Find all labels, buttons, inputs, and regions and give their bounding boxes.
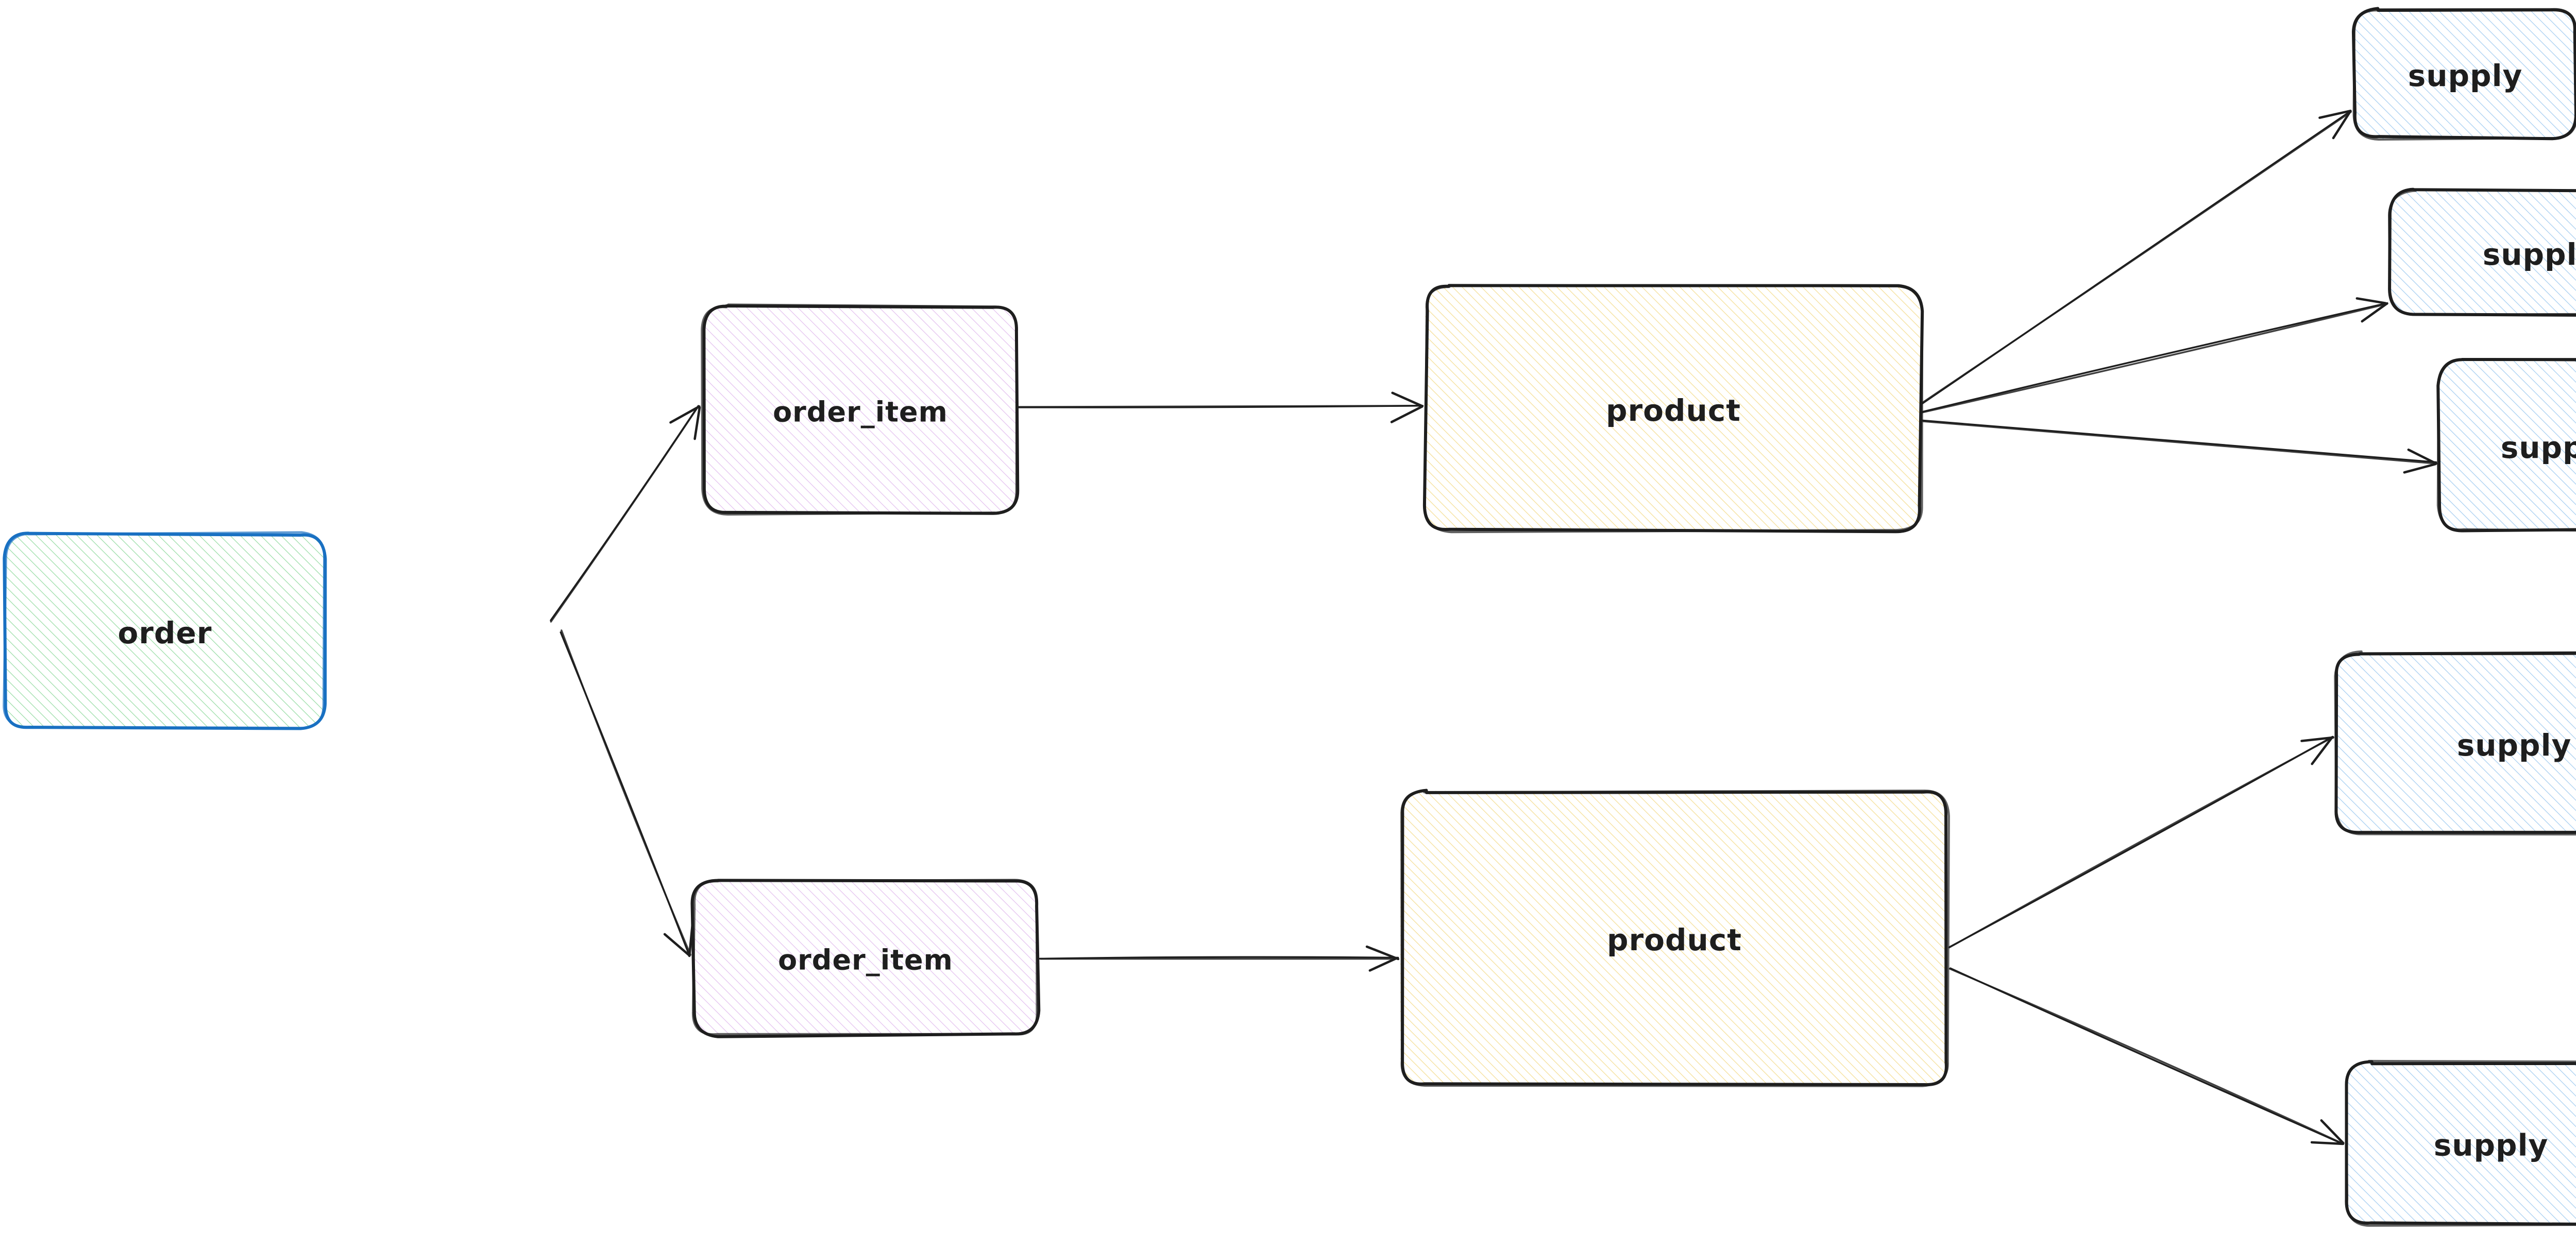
node-outline bbox=[2345, 1059, 2576, 1227]
nodes-layer: orderorder_itemorder_itemproductproducts… bbox=[3, 7, 2576, 1227]
edge-product_1-to-supply_3[interactable] bbox=[1920, 419, 2437, 474]
edge-line bbox=[561, 629, 691, 956]
node-label-supply_2: supply bbox=[2483, 237, 2576, 272]
node-outline bbox=[692, 879, 1038, 1036]
node-supply_4[interactable]: supply bbox=[2334, 650, 2576, 836]
edge-line bbox=[1040, 957, 1397, 960]
arrowhead-stroke bbox=[2320, 1119, 2345, 1144]
node-outline bbox=[1400, 790, 1950, 1087]
edge-line bbox=[1948, 736, 2334, 949]
arrowhead-stroke bbox=[2361, 302, 2388, 323]
node-label-supply_3: supply bbox=[2501, 430, 2576, 465]
edge-order-to-order_item_2[interactable] bbox=[560, 629, 694, 957]
arrowhead-stroke bbox=[663, 933, 691, 957]
edge-product_1-to-supply_2[interactable] bbox=[1921, 297, 2388, 414]
node-supply_2[interactable]: supply bbox=[2387, 187, 2576, 317]
arrowhead-stroke bbox=[693, 406, 701, 440]
node-fill bbox=[1400, 791, 1948, 1086]
node-outline bbox=[2436, 358, 2576, 532]
arrowhead-stroke bbox=[2355, 297, 2387, 304]
node-outline bbox=[2352, 8, 2576, 141]
arrowhead-stroke bbox=[2403, 463, 2437, 474]
node-supply_3[interactable]: supply bbox=[2436, 357, 2576, 533]
edge-line bbox=[1948, 968, 2344, 1144]
node-fill bbox=[703, 306, 1018, 514]
edge-line bbox=[1017, 405, 1424, 408]
node-fill bbox=[2353, 10, 2576, 139]
edge-line bbox=[550, 405, 700, 623]
arrowhead-stroke bbox=[2310, 1141, 2344, 1145]
node-label-supply_5: supply bbox=[2434, 1128, 2549, 1163]
node-label-order_item_2: order_item bbox=[778, 944, 953, 977]
edge-product_2-to-supply_4[interactable] bbox=[1948, 735, 2334, 949]
arrowhead-stroke bbox=[2332, 110, 2352, 140]
edge-product_1-to-supply_1[interactable] bbox=[1921, 109, 2352, 405]
arrowhead-stroke bbox=[2318, 109, 2352, 119]
node-product_2[interactable]: product bbox=[1400, 789, 1950, 1087]
edge-line bbox=[1921, 303, 2388, 414]
node-label-product_1: product bbox=[1606, 393, 1741, 428]
node-label-order_item_1: order_item bbox=[773, 396, 948, 429]
node-fill bbox=[2439, 359, 2576, 531]
arrowhead-stroke bbox=[2407, 448, 2437, 465]
node-outline bbox=[1423, 284, 1923, 534]
node-order[interactable]: order bbox=[3, 531, 327, 730]
edge-product_2-to-supply_5[interactable] bbox=[1948, 967, 2345, 1145]
arrowhead-stroke bbox=[1365, 945, 1400, 961]
node-product_1[interactable]: product bbox=[1422, 284, 1924, 534]
arrowhead-stroke bbox=[1390, 405, 1423, 423]
node-order_item_2[interactable]: order_item bbox=[690, 879, 1041, 1038]
edge-line bbox=[1921, 302, 2388, 413]
node-label-supply_1: supply bbox=[2408, 58, 2523, 93]
node-label-order: order bbox=[118, 615, 212, 650]
node-fill bbox=[2390, 190, 2576, 314]
node-outline bbox=[3, 531, 326, 729]
node-supply_1[interactable]: supply bbox=[2351, 7, 2576, 141]
edge-order-to-order_item_1[interactable] bbox=[550, 405, 701, 623]
node-fill bbox=[692, 881, 1039, 1036]
edges-layer bbox=[550, 109, 2437, 1145]
arrowhead-stroke bbox=[1391, 391, 1423, 407]
node-label-supply_4: supply bbox=[2457, 728, 2572, 763]
node-supply_5[interactable]: supply bbox=[2345, 1059, 2576, 1227]
edge-line bbox=[1920, 419, 2437, 464]
node-fill bbox=[2346, 1061, 2576, 1225]
edge-line bbox=[1921, 111, 2352, 404]
node-outline bbox=[2387, 189, 2576, 316]
node-order_item_1[interactable]: order_item bbox=[701, 303, 1020, 516]
node-fill bbox=[4, 534, 326, 729]
node-outline bbox=[701, 303, 1018, 516]
node-fill bbox=[2335, 653, 2576, 833]
node-label-product_2: product bbox=[1607, 922, 1742, 957]
edge-line bbox=[1922, 420, 2436, 465]
node-fill bbox=[1425, 285, 1921, 530]
arrowhead-stroke bbox=[1368, 956, 1398, 972]
node-outline bbox=[2334, 650, 2576, 836]
edge-order_item_1-to-product_1[interactable] bbox=[1017, 391, 1424, 423]
edge-order_item_2-to-product_2[interactable] bbox=[1039, 945, 1400, 972]
arrowhead-stroke bbox=[2300, 736, 2334, 742]
arrowhead-stroke bbox=[2311, 736, 2333, 765]
arrowhead-stroke bbox=[669, 405, 701, 424]
